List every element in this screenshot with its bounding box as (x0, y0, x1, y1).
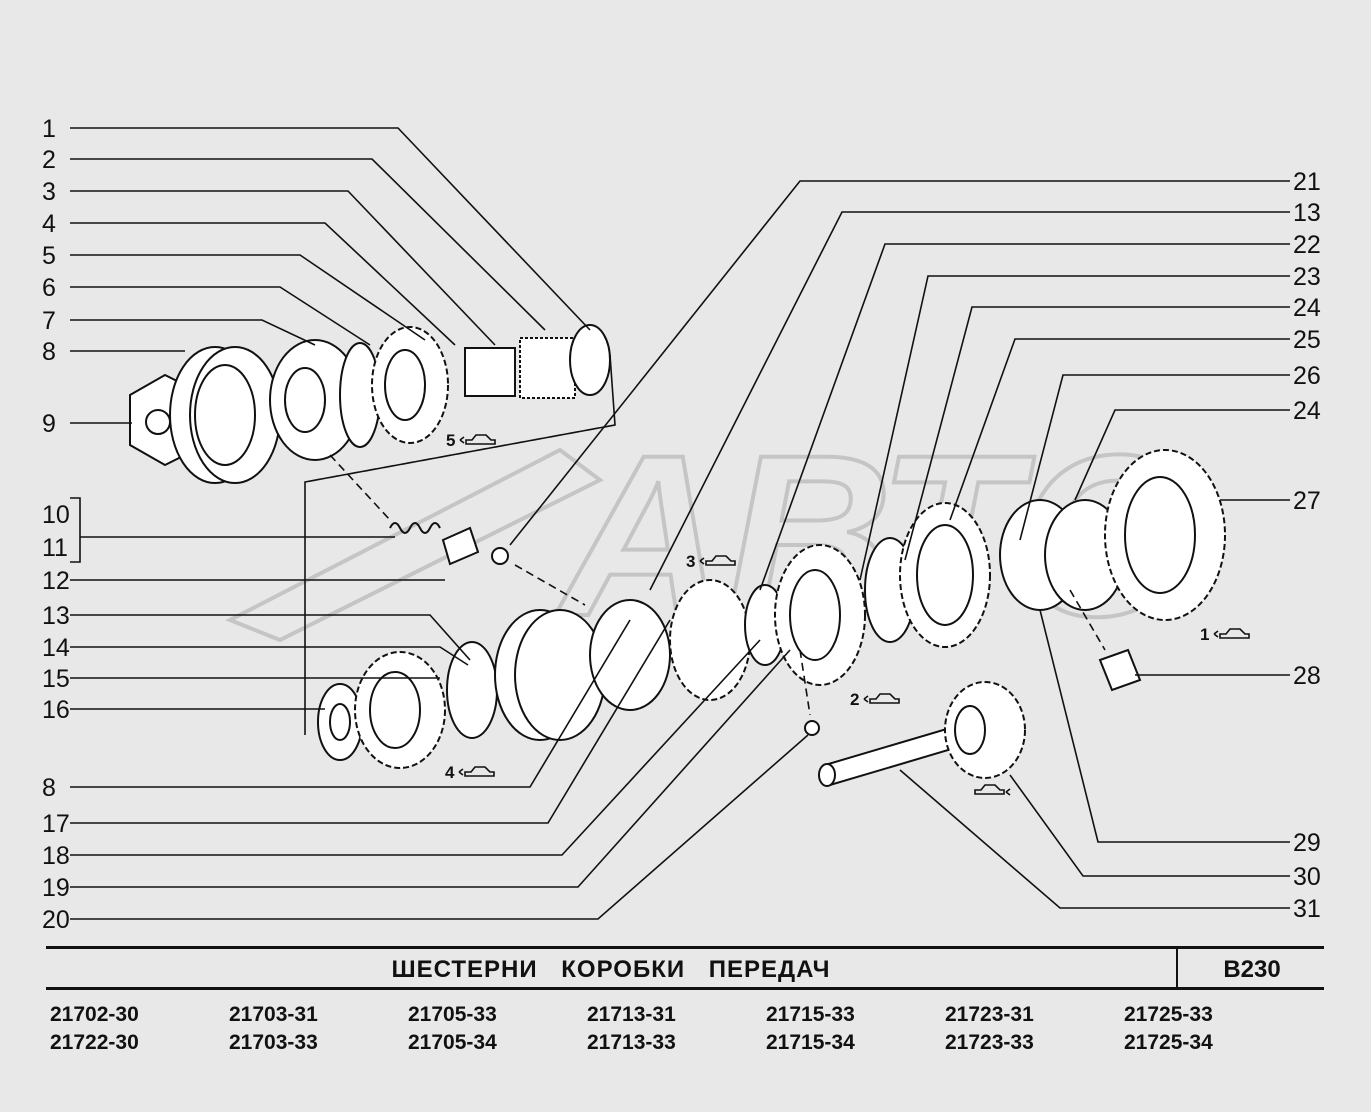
needle-bearing (519, 337, 576, 399)
detent-ball (491, 547, 509, 565)
callout: 29 (1293, 829, 1321, 857)
callout: 20 (42, 906, 70, 934)
model-code: 21725-33 (1124, 1003, 1213, 1026)
callouts-left: 1 2 3 4 5 6 7 8 9 10 11 12 13 14 15 16 8… (42, 115, 70, 934)
section-code: B230 (1223, 956, 1281, 983)
callout: 9 (42, 410, 56, 438)
gear-marks: 5 3 4 2 1 (445, 431, 1250, 796)
page-title: ШЕСТЕРНИ КОРОБКИ ПЕРЕДАЧ (46, 949, 1178, 987)
callout: 31 (1293, 895, 1321, 923)
callout: 28 (1293, 662, 1321, 690)
callout: 25 (1293, 326, 1321, 354)
callout: 8 (42, 774, 56, 802)
callout: 8 (42, 338, 56, 366)
gear-bushing (464, 347, 516, 397)
gear-mark: 3 (686, 552, 695, 571)
lower-detent-ball (804, 720, 820, 736)
callout: 24 (1293, 397, 1321, 425)
callout: 24 (1293, 294, 1321, 322)
model-code: 21705-34 (408, 1031, 497, 1054)
callout: 15 (42, 665, 70, 693)
callout: 14 (42, 634, 70, 662)
synchro-hub-lower (589, 599, 671, 711)
upper-shaft-assembly (129, 324, 611, 484)
third-gear (669, 579, 751, 701)
callout: 6 (42, 274, 56, 302)
callout: 17 (42, 810, 70, 838)
exploded-gear-diagram: АВТО (42, 115, 1321, 934)
gear-mark: 1 (1200, 625, 1209, 644)
lower-key (1098, 648, 1142, 692)
callout: 16 (42, 696, 70, 724)
callout: 12 (42, 567, 70, 595)
car-icon (459, 434, 496, 445)
gear-mark: 4 (445, 763, 455, 782)
callout: 19 (42, 874, 70, 902)
callout: 11 (42, 534, 68, 562)
callout: 10 (42, 501, 70, 529)
callout: 30 (1293, 863, 1321, 891)
model-code: 21713-33 (587, 1031, 676, 1054)
car-icon (699, 555, 736, 566)
model-code: 21723-31 (945, 1003, 1034, 1026)
idler-shaft (823, 726, 957, 787)
leader-lines-right (509, 180, 1290, 909)
assembly-bracket (304, 354, 616, 735)
callout: 22 (1293, 231, 1321, 259)
model-code: 21703-31 (229, 1003, 318, 1026)
gear-mark: 2 (850, 690, 859, 709)
model-code: 21702-30 (50, 1003, 139, 1026)
callout: 1 (42, 115, 56, 143)
callout: 13 (42, 602, 70, 630)
lower-shaft-assembly (317, 449, 1226, 769)
callout: 13 (1293, 199, 1321, 227)
callout: 26 (1293, 362, 1321, 390)
detent-spring (389, 522, 441, 534)
model-code: 21722-30 (50, 1031, 139, 1054)
model-code: 21705-33 (408, 1003, 497, 1026)
callout: 5 (42, 242, 56, 270)
callout: 7 (42, 307, 56, 335)
car-icon (1213, 628, 1250, 639)
callout: 4 (42, 210, 56, 238)
title-bar: ШЕСТЕРНИ КОРОБКИ ПЕРЕДАЧ B230 (46, 946, 1324, 990)
model-code: 21723-33 (945, 1031, 1034, 1054)
callout: 21 (1293, 168, 1321, 196)
bearing-ring (569, 324, 611, 396)
model-code: 21703-33 (229, 1031, 318, 1054)
car-icon (863, 693, 900, 704)
model-code: 21713-31 (587, 1003, 676, 1026)
callout: 3 (42, 178, 56, 206)
reverse-idler-assembly (818, 681, 1026, 787)
model-code: 21725-34 (1124, 1031, 1213, 1054)
model-code: 21715-33 (766, 1003, 855, 1026)
callout: 18 (42, 842, 70, 870)
sliding-key (441, 526, 480, 566)
model-code: 21715-34 (766, 1031, 855, 1054)
callout: 27 (1293, 487, 1321, 515)
leader-lines-left (70, 127, 809, 920)
gear-mark: 5 (446, 431, 455, 450)
watermark-swoosh (225, 447, 604, 643)
callout: 2 (42, 146, 56, 174)
car-icon (974, 784, 1011, 796)
callout: 23 (1293, 263, 1321, 291)
callouts-right: 21 13 22 23 24 25 26 24 27 28 29 30 31 (1293, 168, 1321, 923)
car-icon (458, 766, 495, 777)
